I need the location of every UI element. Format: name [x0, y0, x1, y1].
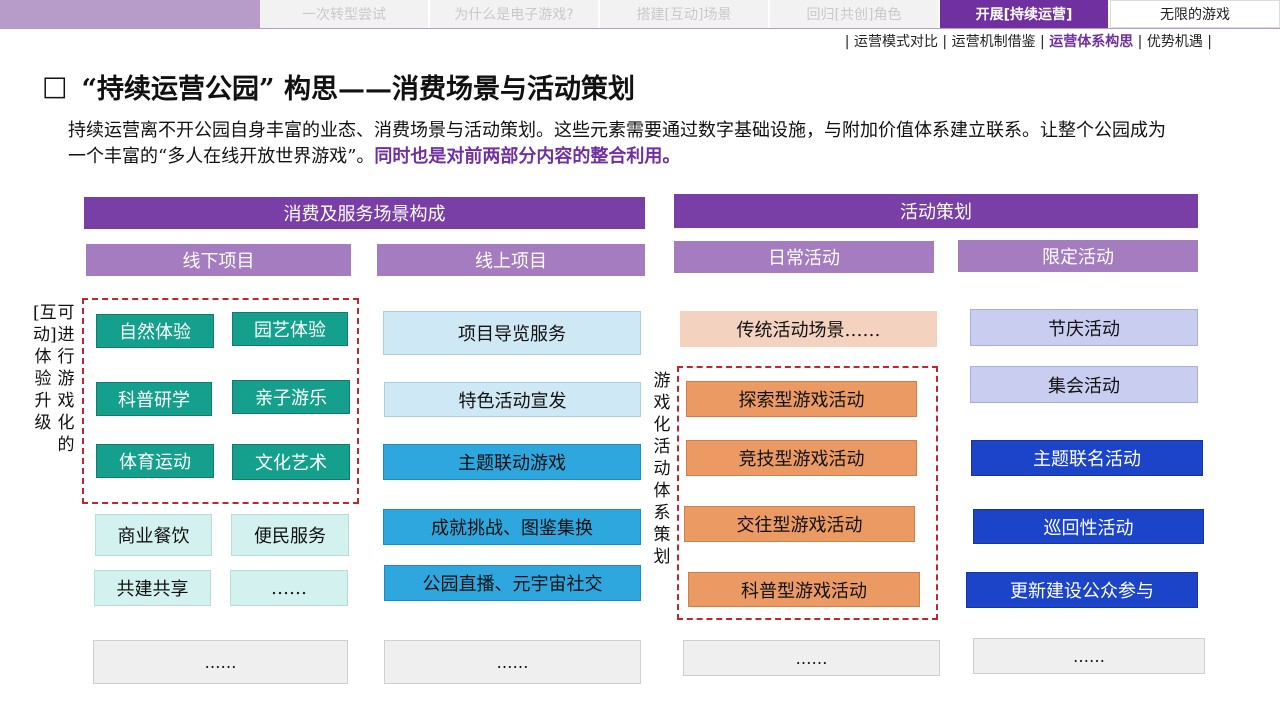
activities-header: 活动策划 [674, 194, 1198, 228]
gamified-activity-system-label: 游戏化活动体系策划 [653, 371, 671, 567]
parent-child-play-card[interactable]: 亲子游乐 [232, 380, 350, 414]
subnav-sep: | [1207, 34, 1212, 50]
online-header: 线上项目 [377, 244, 645, 276]
nav-left-accent [0, 0, 260, 28]
gardening-experience-card[interactable]: 园艺体验 [232, 312, 348, 346]
more-limited-placeholder[interactable]: …… [973, 638, 1205, 674]
consumption-header: 消费及服务场景构成 [84, 197, 645, 229]
daily-activities-header: 日常活动 [674, 241, 934, 273]
subnav-item-system[interactable]: 运营体系构思 [1049, 34, 1134, 50]
nav-divider [0, 28, 1280, 29]
more-online-placeholder[interactable]: …… [384, 640, 641, 684]
title-bullet-icon: □ [42, 70, 68, 102]
commercial-dining-card[interactable]: 商业餐饮 [95, 514, 212, 556]
guide-service-card[interactable]: 项目导览服务 [383, 311, 641, 355]
achievement-collection-card[interactable]: 成就挑战、图鉴集换 [383, 509, 641, 545]
more-daily-placeholder[interactable]: …… [683, 640, 940, 676]
public-participation-card[interactable]: 更新建设公众参与 [966, 572, 1198, 608]
subnav-sep: | [1040, 34, 1045, 50]
competitive-game-card[interactable]: 竞技型游戏活动 [686, 440, 917, 476]
park-live-metaverse-card[interactable]: 公园直播、元宇宙社交 [384, 565, 641, 601]
subnav-sep: | [1137, 34, 1143, 50]
tab-co-creation[interactable]: 回归[共创]角色 [770, 0, 940, 28]
title-text: “持续运营公园” 构思——消费场景与活动策划 [81, 73, 635, 105]
gamified-activity-group [677, 366, 938, 620]
tab-interactive-scene[interactable]: 搭建[互动]场景 [600, 0, 770, 28]
gathering-activity-card[interactable]: 集会活动 [970, 366, 1198, 403]
sports-card[interactable]: 体育运动 [96, 444, 214, 478]
subnav-item-mode-compare[interactable]: 运营模式对比 [853, 34, 938, 50]
festival-activity-card[interactable]: 节庆活动 [970, 309, 1198, 346]
intro-paragraph: 持续运营离不开公园自身丰富的业态、消费场景与活动策划。这些元素需要通过数字基础设… [68, 118, 1168, 170]
gamified-offline-group [82, 298, 359, 504]
subnav: | 运营模式对比 | 运营机制借鉴 | 运营体系构思 | 优势机遇 | [845, 31, 1212, 51]
science-study-card[interactable]: 科普研学 [96, 382, 212, 416]
tab-continuous-operation[interactable]: 开展[持续运营] [940, 0, 1110, 28]
touring-activity-card[interactable]: 巡回性活动 [973, 509, 1204, 544]
traditional-activity-card[interactable]: 传统活动场景…… [680, 311, 937, 347]
public-service-card[interactable]: 便民服务 [231, 514, 349, 556]
more-offline-card[interactable]: …… [230, 570, 348, 606]
limited-activities-header: 限定活动 [958, 240, 1198, 272]
page-title: □ “持续运营公园” 构思——消费场景与活动策划 [42, 66, 635, 106]
offline-header: 线下项目 [86, 244, 351, 276]
subnav-sep: | [844, 34, 850, 50]
exploration-game-card[interactable]: 探索型游戏活动 [686, 381, 917, 417]
nature-experience-card[interactable]: 自然体验 [96, 314, 214, 348]
gamifiable-label: 可进行游戏化的 [57, 303, 75, 455]
intro-text: 持续运营离不开公园自身丰富的业态、消费场景与活动策划。这些元素需要通过数字基础设… [68, 120, 1166, 167]
science-game-card[interactable]: 科普型游戏活动 [688, 572, 920, 607]
more-offline-placeholder[interactable]: …… [93, 640, 348, 684]
co-build-share-card[interactable]: 共建共享 [94, 570, 211, 606]
event-promo-card[interactable]: 特色活动宣发 [384, 382, 641, 417]
tab-infinite-game[interactable]: 无限的游戏 [1110, 0, 1280, 28]
subnav-item-advantages[interactable]: 优势机遇 [1146, 34, 1203, 50]
intro-highlight: 同时也是对前两部分内容的整合利用。 [374, 146, 681, 167]
subnav-item-mechanism[interactable]: 运营机制借鉴 [951, 34, 1036, 50]
social-game-card[interactable]: 交往型游戏活动 [684, 506, 915, 542]
tab-why-games[interactable]: 为什么是电子游戏? [430, 0, 600, 28]
tab-transformation[interactable]: 一次转型尝试 [260, 0, 430, 28]
subnav-sep: | [942, 34, 948, 50]
culture-art-card[interactable]: 文化艺术 [232, 444, 350, 480]
interactive-upgrade-label: [互动]体验升级 [33, 303, 57, 433]
themed-collab-activity-card[interactable]: 主题联名活动 [971, 440, 1203, 476]
themed-linkage-game-card[interactable]: 主题联动游戏 [383, 444, 641, 480]
